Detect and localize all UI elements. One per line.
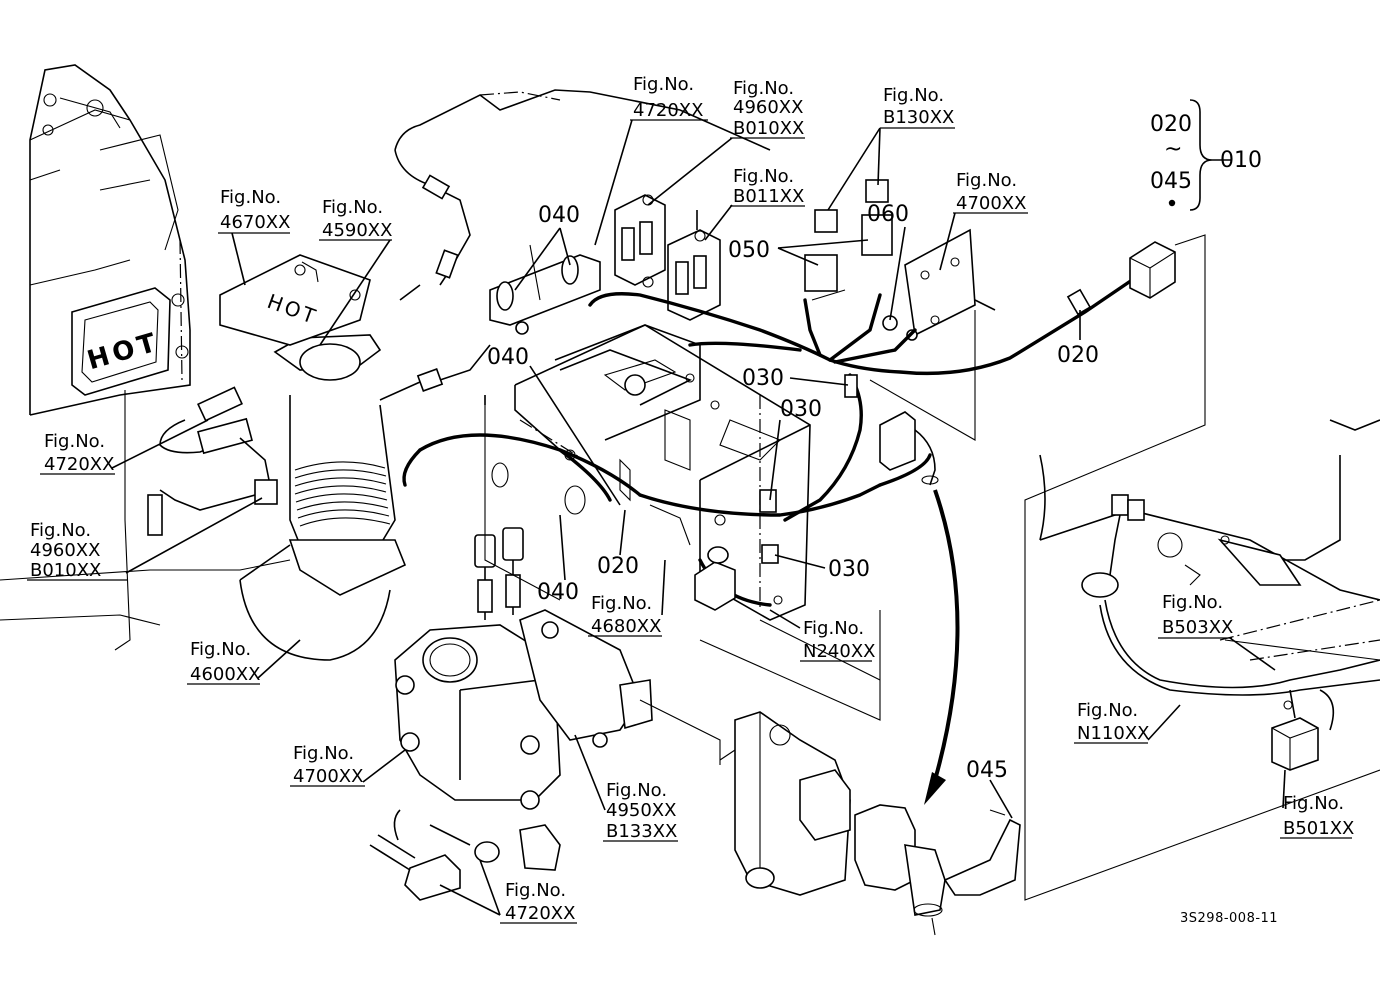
reference-labels: Fig.No. 4720XX Fig.No. 4960XX B010XX Fig…: [27, 74, 1354, 924]
callout-030-c: 030: [828, 557, 870, 582]
ref-4680xx: 4680XX: [591, 616, 661, 637]
ref-4720xx-top: 4720XX: [633, 100, 703, 121]
ref-fig-label: Fig.No.: [322, 197, 383, 218]
callout-045: 045: [966, 758, 1008, 783]
callout-030-b: 030: [780, 397, 822, 422]
control-module-b010: [614, 194, 666, 288]
ref-b503xx: B503XX: [1162, 617, 1233, 638]
relay-bracket-4700: [904, 228, 996, 337]
ref-fig-label: Fig.No.: [44, 431, 105, 452]
callout-range-tilde: ~: [1164, 137, 1182, 162]
arrow-to-connector: [924, 489, 960, 805]
ref-n110xx: N110XX: [1077, 723, 1149, 744]
leader-lines: [111, 119, 1286, 916]
callout-030-a: 030: [742, 366, 784, 391]
flex-bellows: [294, 461, 391, 527]
drawing-number: 3S298-008-11: [1180, 911, 1278, 926]
egr-valve-4700: [369, 609, 653, 901]
ecu-unit-lower: [719, 711, 851, 896]
exhaust-pipe-assembly: [239, 334, 407, 661]
callout-020-harness: 020: [1057, 343, 1099, 368]
ref-fig-label: Fig.No.: [505, 880, 566, 901]
bolt-060: [882, 315, 918, 341]
connector-on-harness: [879, 411, 939, 486]
callout-040-mid: 040: [487, 345, 529, 370]
callout-040-low: 040: [537, 580, 579, 605]
ref-4720xx-bottom: 4720XX: [505, 903, 575, 924]
ref-4670xx: 4670XX: [220, 212, 290, 233]
callout-020-range-top: 020: [1150, 112, 1192, 137]
ref-b010xx-left: B010XX: [30, 560, 101, 581]
ref-4720xx-left: 4720XX: [44, 454, 114, 475]
callout-045-range-bottom: 045: [1150, 169, 1192, 194]
ref-4590xx: 4590XX: [322, 220, 392, 241]
ref-fig-label: Fig.No.: [956, 170, 1017, 191]
engine-body-left: HOT: [0, 64, 291, 651]
ref-n240xx: N240XX: [803, 641, 875, 662]
control-module-b011: [667, 210, 721, 321]
range-brace: [1168, 99, 1232, 211]
ref-4700xx-bottom: 4700XX: [293, 766, 363, 787]
callout-010: 010: [1220, 148, 1262, 173]
detail-view-right: [1039, 419, 1380, 771]
ref-fig-label: Fig.No.: [803, 618, 864, 639]
callout-060: 060: [867, 202, 909, 227]
ref-4960xx-top: 4960XX: [733, 97, 803, 118]
clamp-bracket-040: [489, 244, 601, 335]
fuse-block-4680: [649, 504, 736, 611]
chassis-outline-lines: [484, 234, 1380, 901]
ref-4960xx-left: 4960XX: [30, 540, 100, 561]
ref-fig-label: Fig.No.: [30, 520, 91, 541]
ref-fig-label: Fig.No.: [293, 743, 354, 764]
ref-4700xx-right: 4700XX: [956, 193, 1026, 214]
ref-b133xx: B133XX: [606, 821, 677, 842]
ref-fig-label: Fig.No.: [1283, 793, 1344, 814]
ref-fig-label: Fig.No.: [220, 187, 281, 208]
main-harness-010: [402, 241, 1176, 607]
ref-fig-label: Fig.No.: [606, 780, 667, 801]
ref-fig-label: Fig.No.: [190, 639, 251, 660]
ref-b010xx-top: B010XX: [733, 118, 804, 139]
ref-4600xx: 4600XX: [190, 664, 260, 685]
sensor-harness-left: [147, 89, 771, 536]
callout-040-top: 040: [538, 203, 580, 228]
ref-b501xx: B501XX: [1283, 818, 1354, 839]
clips-030: [759, 374, 858, 564]
ref-fig-label: Fig.No.: [883, 85, 944, 106]
ref-fig-label: Fig.No.: [591, 593, 652, 614]
ref-fig-label: Fig.No.: [633, 74, 694, 95]
ref-fig-label: Fig.No.: [733, 78, 794, 99]
callout-050: 050: [728, 238, 770, 263]
callout-020-clip: 020: [597, 554, 639, 579]
connector-045: [854, 804, 1021, 936]
heat-cover-4670: HOT: [219, 254, 371, 346]
part-callouts: 020 ~ 045 010 040 040 040 050 060 020 02…: [487, 112, 1262, 783]
relay-050: [804, 179, 893, 301]
ref-fig-label: Fig.No.: [1162, 592, 1223, 613]
ref-4950xx: 4950XX: [606, 800, 676, 821]
ref-fig-label: Fig.No.: [1077, 700, 1138, 721]
ref-b130xx: B130XX: [883, 107, 954, 128]
ref-fig-label: Fig.No.: [733, 166, 794, 187]
ref-b011xx: B011XX: [733, 186, 804, 207]
